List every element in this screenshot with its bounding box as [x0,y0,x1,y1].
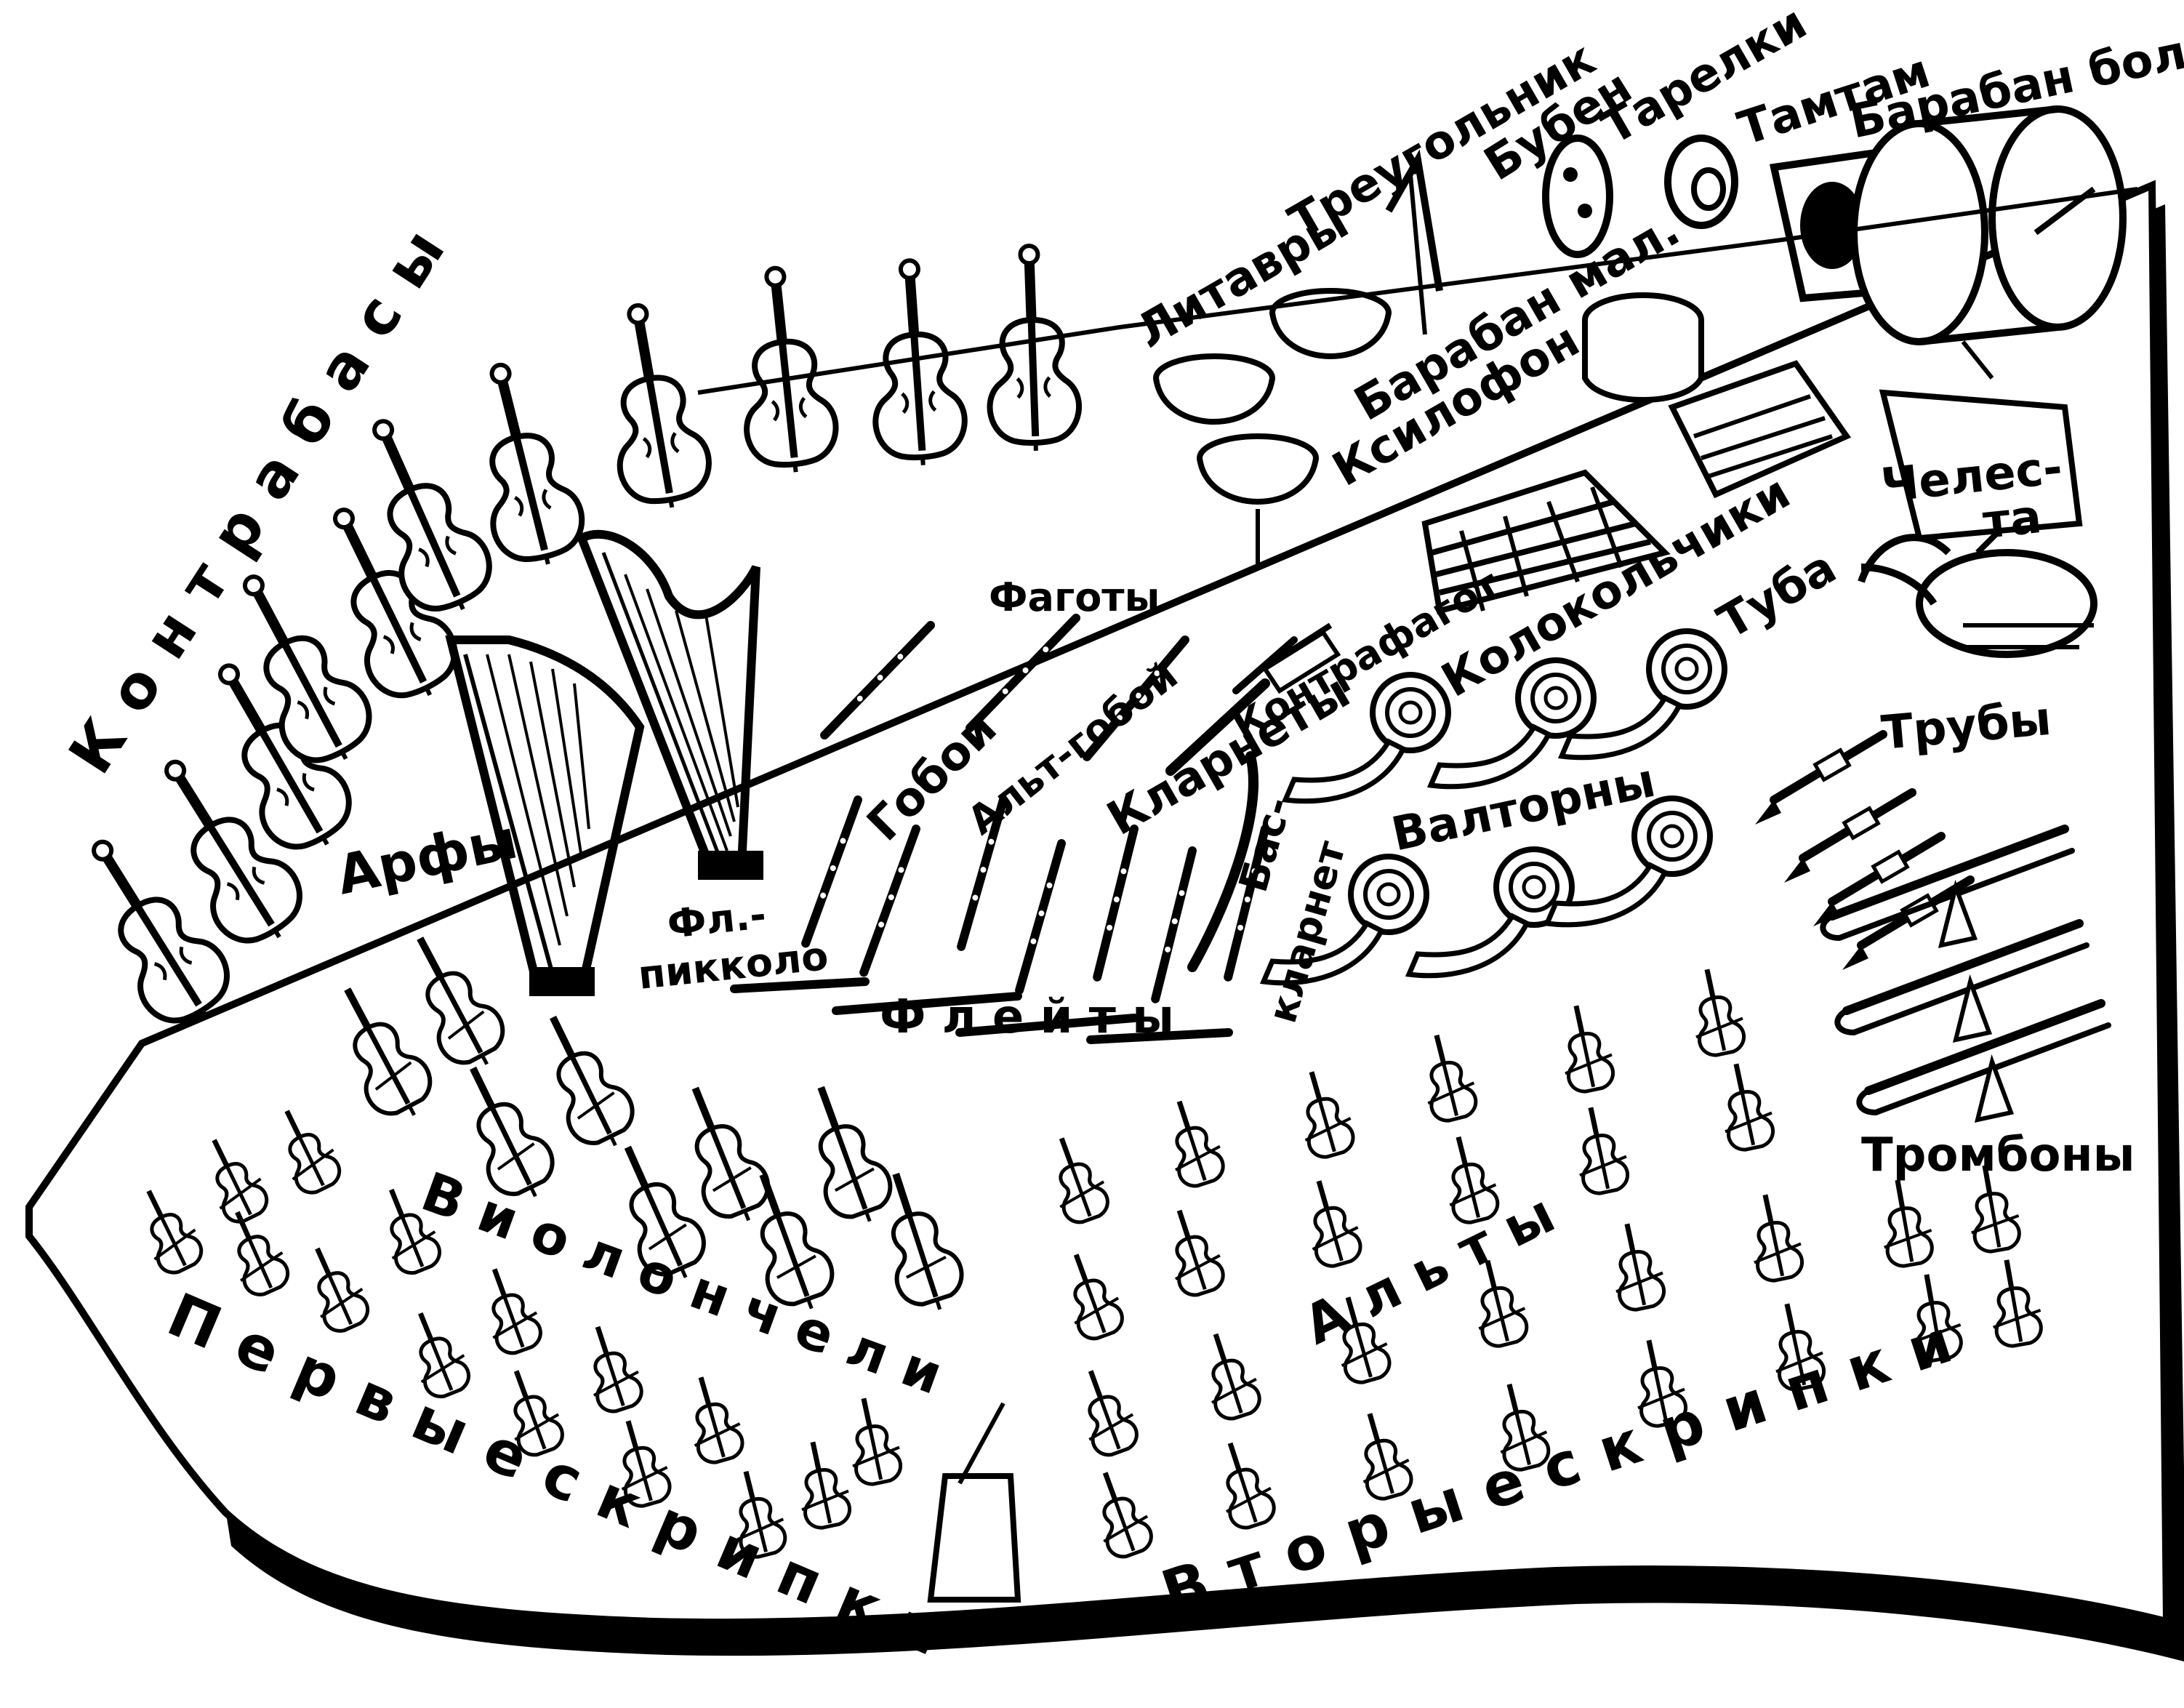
flutes-label: Ф л е й т ы [880,990,1174,1044]
conductor-podium-icon [927,1402,1021,1603]
percussion-rail [697,187,2138,395]
trombones-label: Тромбоны [1861,1128,2135,1182]
piccolo-label-line1: Фл.- [665,891,768,947]
triangle-icon [1385,149,1443,335]
celesta-label-line2: та [1980,490,2044,550]
harp-icon [576,529,763,880]
tuba-icon [1858,521,2097,658]
snare-drum-icon [1582,292,1704,403]
bells-icon [1261,622,1341,694]
woodwind-section [730,616,1298,1044]
cymbals-icon [1664,135,1738,229]
celesta-icon [1668,360,2083,542]
bassoons-label: Фаготы [989,574,1160,620]
harp-icon [445,636,645,996]
tambourine-icon [1542,135,1613,258]
xylophone-icon [1421,469,1671,614]
bass-drum-icon [1850,105,2127,380]
